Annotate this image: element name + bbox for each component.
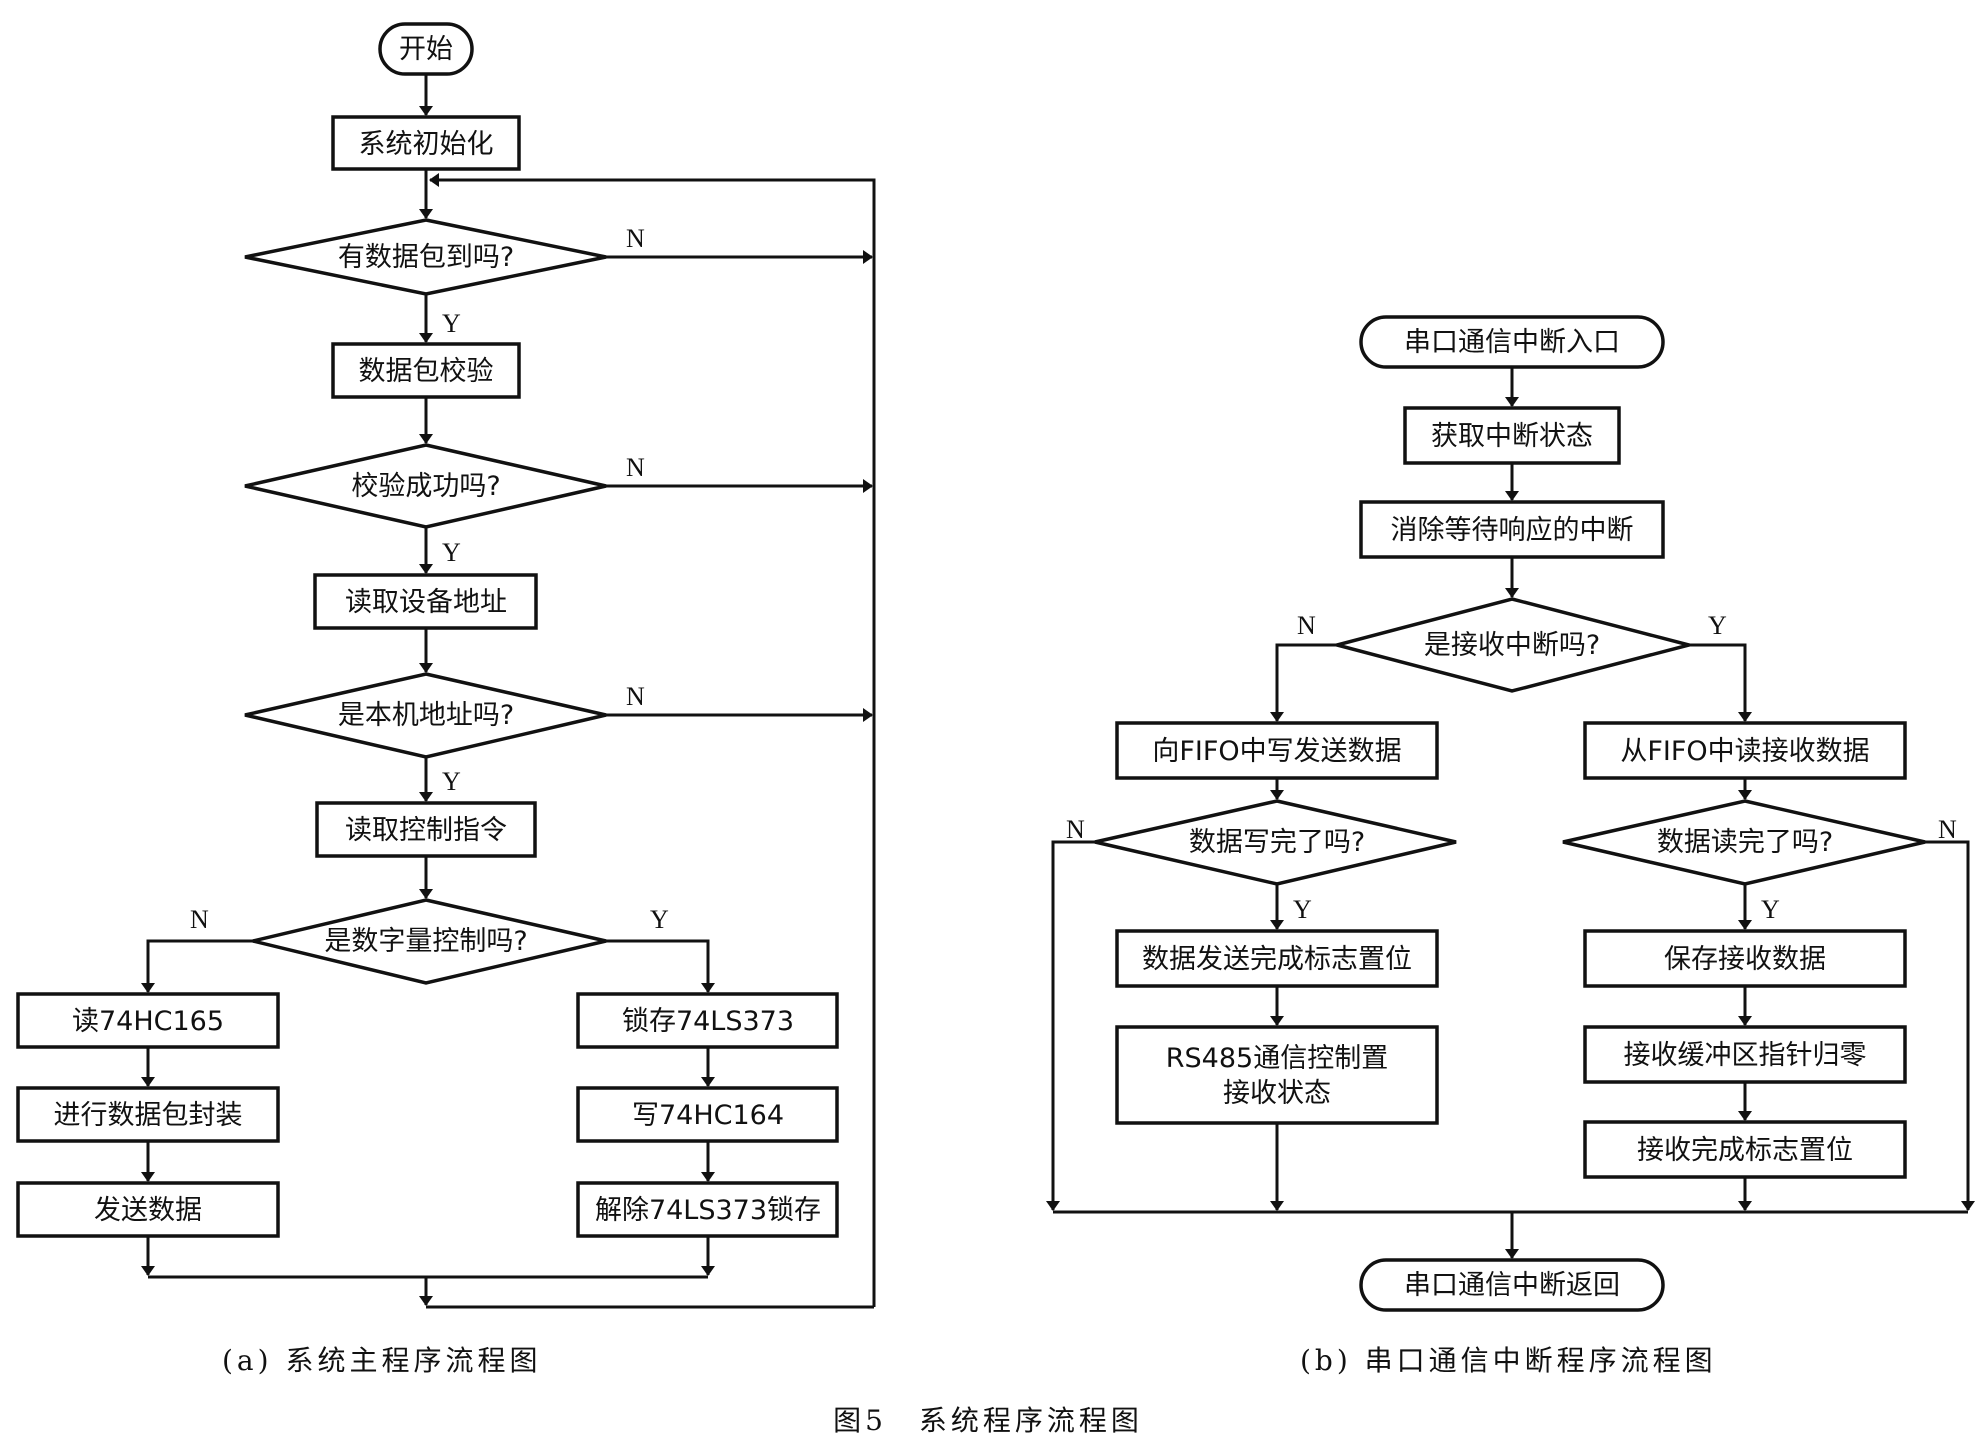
tx-step-label: 数据发送完成标志置位: [1142, 944, 1412, 975]
decision-verify-label: 校验成功吗?: [351, 471, 500, 502]
y-step-label: 锁存74LS373: [622, 1006, 794, 1037]
yes-label: Y: [1761, 895, 1780, 924]
main-program-flowchart: 开始 系统初始化 有数据包到吗? N Y 数据包校验 校验成功吗? N Y 读取…: [16, 22, 876, 1377]
decision-rx-interrupt: [1330, 597, 1696, 693]
verify-label: 数据包校验: [359, 356, 494, 387]
n-step-label: 进行数据包封装: [54, 1100, 243, 1131]
yes-label: Y: [442, 309, 461, 338]
read-address-label: 读取设备地址: [345, 587, 507, 618]
init-process-box: [331, 115, 521, 171]
isr-exit-label: 串口通信中断返回: [1404, 1270, 1620, 1301]
no-label: N: [626, 453, 645, 482]
yes-label: Y: [1293, 895, 1312, 924]
no-label: N: [1066, 815, 1085, 844]
subcaption-a: (a) 系统主程序流程图: [222, 1344, 541, 1377]
verify-process-box: [331, 342, 521, 399]
rx-step-label: 接收完成标志置位: [1637, 1135, 1853, 1166]
rs485-rx-mode-box: [1115, 1025, 1439, 1125]
start-label: 开始: [399, 34, 453, 65]
isr-entry-label: 串口通信中断入口: [1404, 327, 1620, 358]
tx-step-label: 接收状态: [1223, 1078, 1331, 1109]
decision-rx-done-label: 数据读完了吗?: [1657, 827, 1833, 858]
no-label: N: [1938, 815, 1957, 844]
rx-step-label: 保存接收数据: [1664, 944, 1826, 975]
tx-done-flag-box: [1115, 929, 1439, 988]
decision-digital-control: [252, 898, 607, 985]
y-step-label: 写74HC164: [632, 1100, 784, 1131]
n-step-label: 读74HC165: [72, 1006, 224, 1037]
get-status-label: 获取中断状态: [1431, 421, 1593, 452]
read-command-label: 读取控制指令: [345, 815, 507, 846]
packet-encapsulate-box: [16, 1086, 280, 1143]
loop-back-arrow: [429, 173, 876, 1307]
init-label: 系统初始化: [359, 129, 494, 160]
decision-address-label: 是本机地址吗?: [338, 700, 514, 731]
tx-step-label: RS485通信控制置: [1166, 1043, 1388, 1074]
isr-exit-terminal: [1359, 1258, 1665, 1312]
rx-read-label: 从FIFO中读接收数据: [1620, 736, 1869, 767]
no-branch-arrow: [1925, 840, 1975, 1211]
yes-label: Y: [442, 767, 461, 796]
no-branch-arrow: [1270, 643, 1337, 722]
y-step-label: 解除74LS373锁存: [595, 1195, 821, 1226]
figure-caption: 图5 系统程序流程图: [833, 1404, 1143, 1437]
yes-branch-arrow: [606, 939, 715, 993]
rx-step-label: 接收缓冲区指针归零: [1624, 1040, 1867, 1071]
send-data-box: [16, 1181, 280, 1238]
decision-rx-label: 是接收中断吗?: [1424, 630, 1600, 661]
yes-label: Y: [650, 905, 669, 934]
n-step-label: 发送数据: [94, 1195, 202, 1226]
tx-write-label: 向FIFO中写发送数据: [1152, 736, 1401, 767]
clear-pending-label: 消除等待响应的中断: [1391, 515, 1634, 546]
no-branch-arrow: [141, 939, 253, 993]
decision-digital-label: 是数字量控制吗?: [324, 926, 527, 957]
yes-label: Y: [1708, 611, 1727, 640]
write-74hc164-box: [576, 1086, 839, 1143]
read-address-box: [313, 573, 538, 630]
subcaption-b: (b) 串口通信中断程序流程图: [1300, 1344, 1717, 1377]
no-branch-arrow: [1046, 840, 1095, 1211]
isr-flowchart: 串口通信中断入口 获取中断状态 消除等待响应的中断 是接收中断吗? N Y 向F…: [1046, 315, 1975, 1377]
latch-74ls373-box: [576, 992, 839, 1049]
yes-branch-arrow: [1689, 643, 1752, 722]
reset-buffer-pointer-box: [1583, 1025, 1907, 1084]
read-command-box: [315, 801, 537, 858]
no-label: N: [190, 905, 209, 934]
decision-packet-label: 有数据包到吗?: [338, 242, 514, 273]
yes-label: Y: [442, 538, 461, 567]
rx-done-flag-box: [1583, 1120, 1907, 1179]
no-label: N: [626, 682, 645, 711]
decision-tx-done-label: 数据写完了吗?: [1189, 827, 1365, 858]
no-label: N: [1297, 611, 1316, 640]
no-label: N: [626, 224, 645, 253]
